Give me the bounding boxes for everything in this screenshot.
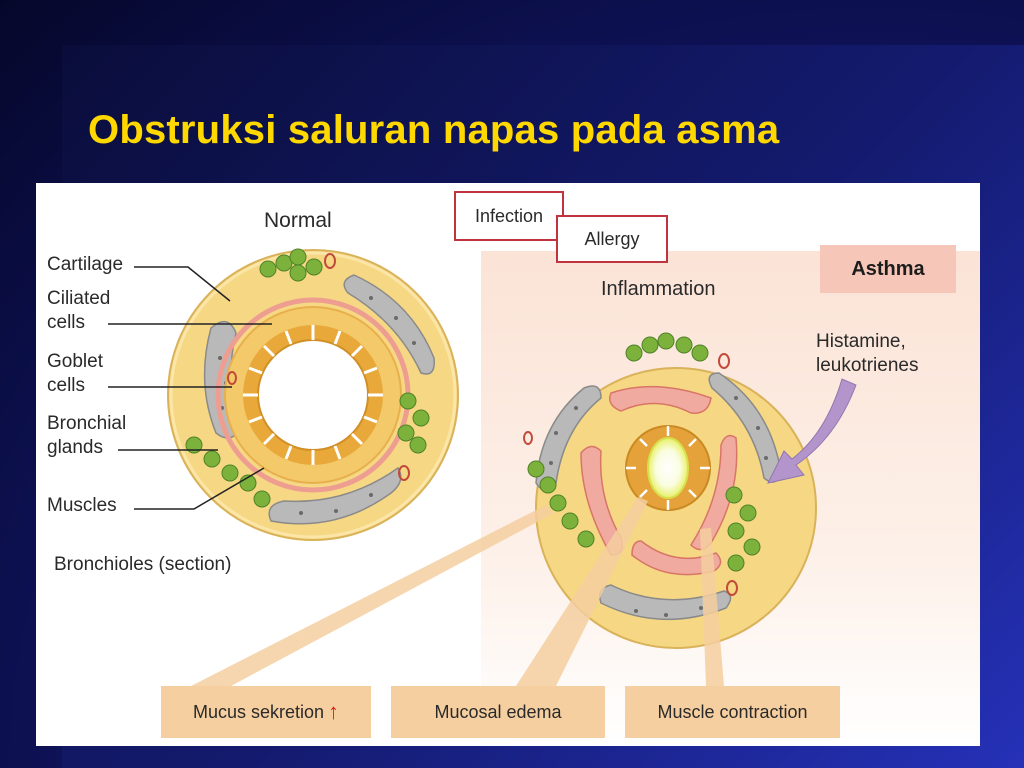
- label-histamine-line2: leukotrienes: [816, 355, 919, 376]
- label-cartilage-text: Cartilage: [47, 254, 124, 275]
- muscle-contraction-box: Muscle contraction: [625, 686, 840, 738]
- label-goblet-cells: Goblet cells: [47, 350, 103, 398]
- label-goblet-line1: Goblet: [47, 351, 103, 372]
- effect-wedges: [191, 497, 724, 686]
- label-goblet-line2: cells: [47, 375, 86, 396]
- slide-title: Obstruksi saluran napas pada asma: [88, 108, 780, 152]
- infection-box: Infection: [454, 191, 564, 241]
- label-muscles: Muscles: [47, 494, 117, 518]
- label-bronchial-line1: Bronchial: [47, 413, 127, 434]
- label-normal: Normal: [264, 209, 332, 232]
- normal-bronchiole: [167, 248, 459, 541]
- label-muscles-text: Muscles: [47, 495, 117, 516]
- label-ciliated-line2: cells: [47, 312, 86, 333]
- allergy-label: Allergy: [584, 228, 640, 249]
- bronchiole-illustration: [108, 248, 980, 746]
- mucus-label: Mucus sekretion: [192, 701, 325, 722]
- histamine-arrow: [767, 378, 857, 484]
- muscle-contraction-label: Muscle contraction: [657, 701, 808, 722]
- label-histamine: Histamine, leukotrienes: [816, 330, 918, 378]
- asthma-label: Asthma: [851, 257, 925, 280]
- edema-label: Mucosal edema: [434, 701, 562, 722]
- mucus-box: Mucus sekretion ↑: [161, 686, 371, 738]
- label-histamine-line1: Histamine,: [816, 331, 906, 352]
- label-ciliated-line1: Ciliated: [47, 288, 111, 309]
- edema-box: Mucosal edema: [391, 686, 605, 738]
- label-inflammation: Inflammation: [601, 278, 716, 300]
- allergy-box: Allergy: [556, 215, 668, 263]
- asthma-box: Asthma: [820, 245, 956, 293]
- increase-arrow-icon: ↑: [328, 699, 340, 724]
- figure-caption: Bronchioles (section): [54, 554, 232, 575]
- bronchiole-figure: Cartilage Ciliated cells Goblet cells Br…: [36, 183, 980, 746]
- normal-leader-lines: [108, 266, 272, 510]
- label-cartilage: Cartilage: [47, 253, 123, 277]
- infection-label: Infection: [474, 205, 544, 226]
- label-ciliated-cells: Ciliated cells: [47, 287, 110, 335]
- label-bronchial-glands: Bronchial glands: [47, 412, 126, 460]
- label-bronchial-line2: glands: [47, 437, 103, 458]
